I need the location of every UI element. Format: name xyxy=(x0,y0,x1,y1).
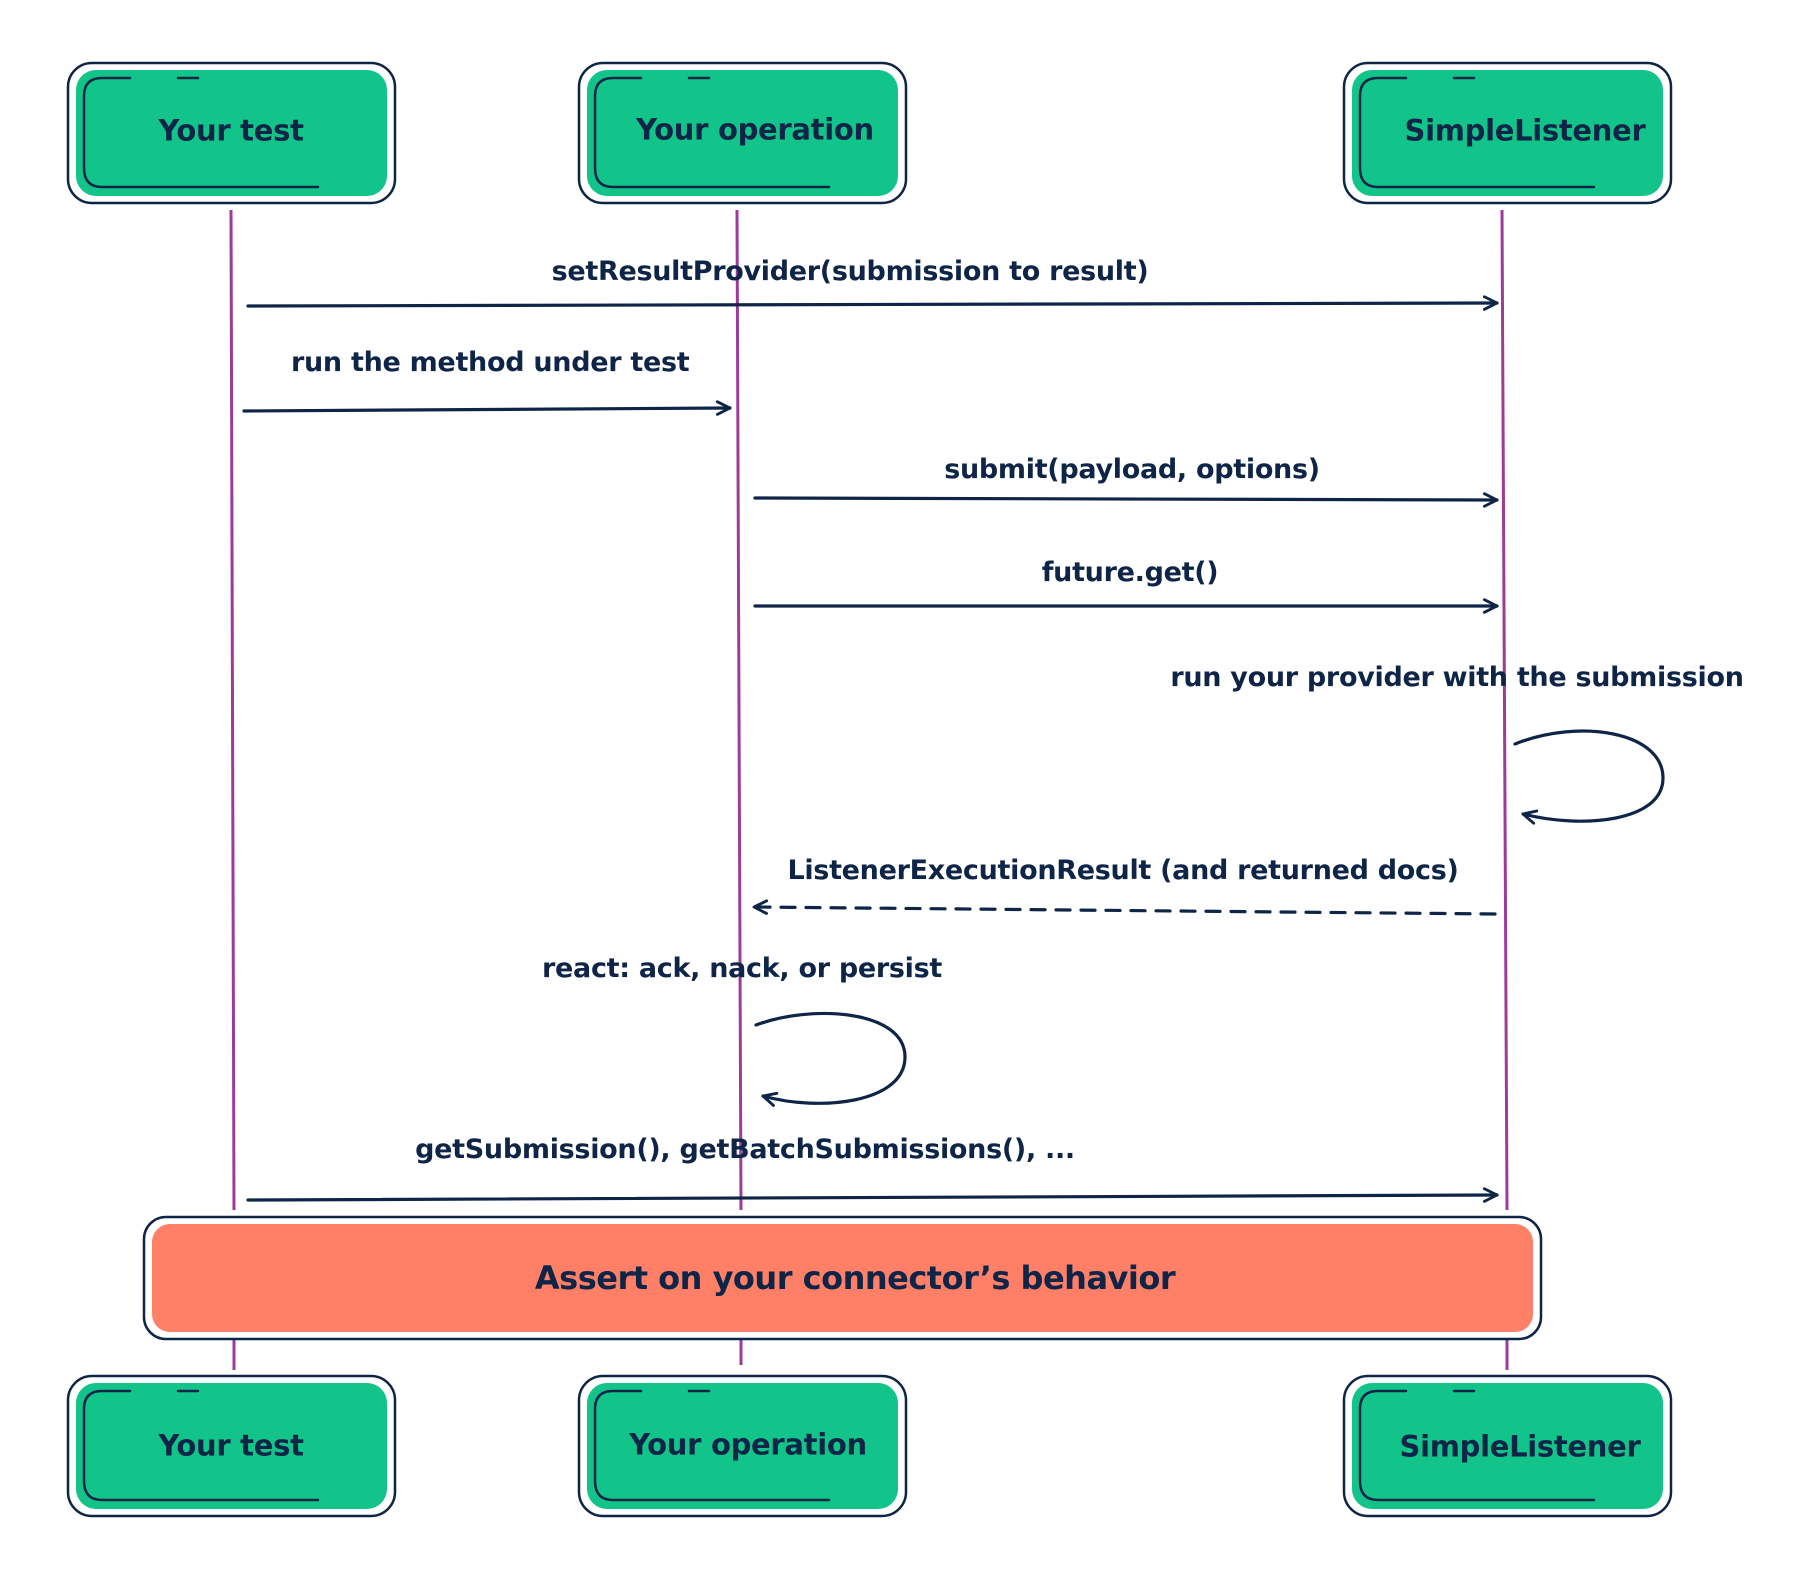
arrow-self-react xyxy=(754,1011,907,1107)
message-set-result-provider: setResultProvider(submission to result) xyxy=(551,256,1149,287)
lifeline-test xyxy=(229,209,236,1211)
lifeline-listener xyxy=(1500,209,1509,1211)
participant-label-listener-bottom: SimpleListener xyxy=(1399,1429,1641,1464)
participant-label-test-top: Your test xyxy=(158,113,304,148)
participant-label-operation-top: Your operation xyxy=(636,112,874,147)
participant-box-listener-top xyxy=(1342,61,1673,205)
message-run-method: run the method under test xyxy=(291,347,690,378)
message-future-get: future.get() xyxy=(1041,557,1219,588)
arrow-listener-result xyxy=(752,899,1497,916)
participant-box-test-top xyxy=(66,61,397,205)
participant-label-test-bottom: Your test xyxy=(158,1428,304,1463)
arrow-run-method xyxy=(242,400,732,416)
arrow-submit xyxy=(753,492,1499,508)
message-listener-result: ListenerExecutionResult (and returned do… xyxy=(787,855,1459,886)
message-get-submission: getSubmission(), getBatchSubmissions(), … xyxy=(415,1134,1075,1165)
arrow-set-result-provider xyxy=(246,295,1499,311)
assert-banner-shape xyxy=(142,1215,1543,1341)
arrow-get-submission xyxy=(246,1187,1499,1203)
participant-box-operation-top xyxy=(577,61,908,205)
message-run-provider: run your provider with the submission xyxy=(1170,662,1744,693)
participant-label-listener-top: SimpleListener xyxy=(1404,113,1646,148)
lifeline-operation xyxy=(735,209,743,1211)
participant-box-operation-bottom xyxy=(577,1374,908,1518)
participant-label-operation-bottom: Your operation xyxy=(629,1427,867,1462)
message-react: react: ack, nack, or persist xyxy=(542,953,942,984)
message-arrows xyxy=(242,295,1665,1203)
participant-box-test-bottom xyxy=(66,1374,397,1518)
participant-box-listener-bottom xyxy=(1342,1374,1673,1518)
message-submit: submit(payload, options) xyxy=(944,454,1320,485)
arrow-self-provider xyxy=(1513,729,1665,825)
assert-banner-label: Assert on your connector’s behavior xyxy=(534,1259,1176,1297)
